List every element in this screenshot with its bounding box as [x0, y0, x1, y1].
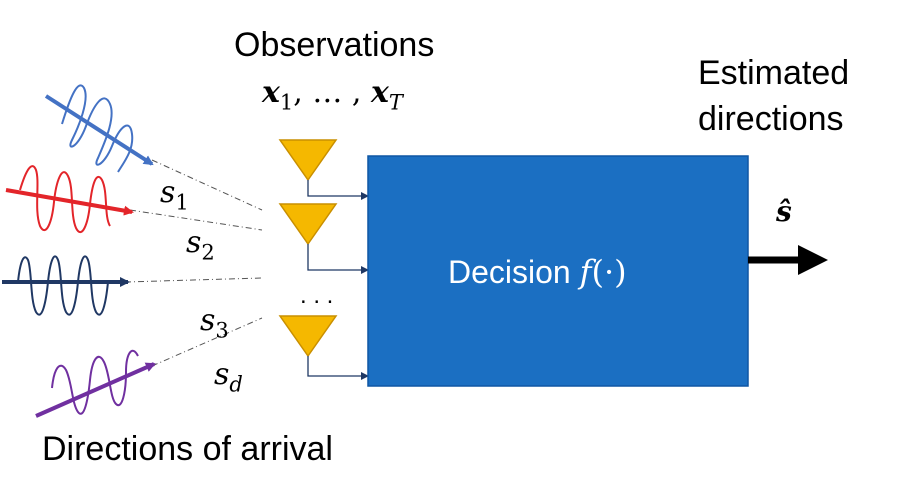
- wave-2-oscillation: [19, 165, 111, 234]
- antenna-array: [278, 139, 338, 358]
- s3-label: s3: [200, 303, 229, 341]
- x-sub-first: 1: [279, 90, 294, 115]
- antenna-ellipsis: . . .: [300, 282, 334, 309]
- x-sub-last: T: [388, 90, 403, 115]
- decision-f: f: [579, 253, 592, 291]
- decision-args: (·): [591, 253, 627, 291]
- output-s-hat: ŝ: [776, 195, 792, 228]
- s3-symbol: s: [200, 303, 216, 338]
- incoming-wave-3: [2, 255, 130, 316]
- wave-4-arrow: [35, 362, 156, 418]
- decision-box: [367, 155, 749, 387]
- antenna-wires: [307, 180, 369, 380]
- antenna-icon: [278, 315, 338, 358]
- decision-label: Decision f(·): [448, 256, 627, 288]
- s2-subscript: 2: [201, 240, 215, 265]
- sd-symbol: s: [214, 357, 230, 392]
- observations-math: x1, … , xT: [262, 75, 403, 113]
- x-last: x: [370, 75, 389, 110]
- estimated-directions-label-line1: Estimated: [698, 54, 850, 92]
- s2-symbol: s: [186, 225, 202, 260]
- estimated-directions-label-line2: directions: [698, 100, 844, 138]
- s2-label: s2: [186, 225, 215, 263]
- sd-subscript: d: [229, 372, 243, 397]
- guide-line-2: [129, 209, 263, 231]
- output-arrow: [748, 245, 828, 275]
- decision-text: Decision: [448, 254, 571, 290]
- s1-label: s1: [160, 175, 189, 213]
- s3-subscript: 3: [215, 318, 229, 343]
- x-first: x: [262, 75, 280, 110]
- incoming-wave-4: [35, 349, 156, 418]
- wire-1: [307, 180, 369, 200]
- output-arrow-head: [798, 245, 828, 275]
- antenna-icon: [278, 139, 338, 182]
- observations-label: Observations: [234, 26, 435, 64]
- incoming-wave-1: [44, 84, 154, 173]
- s1-symbol: s: [160, 175, 176, 210]
- x-separator: , … ,: [293, 75, 371, 110]
- wire-2: [307, 244, 369, 274]
- wave-1-arrow: [44, 94, 154, 166]
- guide-line-4: [151, 317, 263, 367]
- arrival-guide-lines: [124, 159, 263, 367]
- wave-1-oscillation: [61, 84, 134, 173]
- guide-line-1: [151, 159, 263, 211]
- s1-subscript: 1: [175, 190, 189, 215]
- antenna-icon: [278, 203, 338, 246]
- wave-3-oscillation: [17, 255, 109, 316]
- wire-3: [307, 356, 369, 380]
- directions-of-arrival-label: Directions of arrival: [42, 430, 333, 468]
- incoming-wave-2: [5, 165, 134, 234]
- wave-2-arrow: [5, 188, 134, 216]
- sd-label: sd: [214, 357, 243, 395]
- guide-line-3: [124, 277, 263, 283]
